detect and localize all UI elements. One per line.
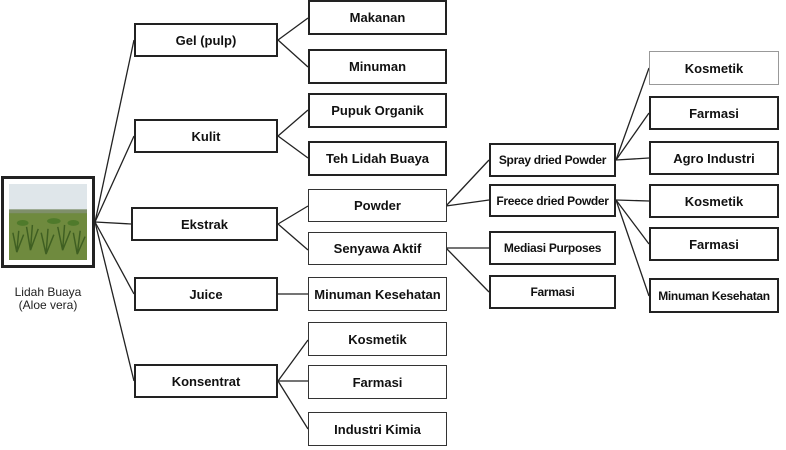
node-makanan: Makanan (308, 0, 447, 35)
node-freece-minuman-kesehatan: Minuman Kesehatan (649, 278, 779, 313)
node-mediasi-purposes: Mediasi Purposes (489, 231, 616, 265)
aloe-vera-field-photo (1, 176, 95, 268)
node-spray-agro-industri: Agro Industri (649, 141, 779, 175)
node-konsentrat: Konsentrat (134, 364, 278, 398)
node-minuman: Minuman (308, 49, 447, 84)
node-ekstrak: Ekstrak (131, 207, 278, 241)
root-label-line2: (Aloe vera) (18, 298, 78, 312)
root-label: Lidah Buaya (Aloe vera) (0, 286, 96, 312)
node-gel: Gel (pulp) (134, 23, 278, 57)
node-spray-farmasi: Farmasi (649, 96, 779, 130)
node-farmasi: Farmasi (308, 365, 447, 399)
node-spray-kosmetik: Kosmetik (649, 51, 779, 85)
node-senyawa-aktif: Senyawa Aktif (308, 232, 447, 265)
node-freece-dried-powder: Freece dried Powder (489, 184, 616, 217)
node-farmasi-l3: Farmasi (489, 275, 616, 309)
node-kosmetik: Kosmetik (308, 322, 447, 356)
root-label-line1: Lidah Buaya (14, 285, 82, 299)
aloe-plant-image (9, 184, 87, 260)
node-juice: Juice (134, 277, 278, 311)
node-minuman-kesehatan: Minuman Kesehatan (308, 277, 447, 311)
node-teh-lidah-buaya: Teh Lidah Buaya (308, 141, 447, 176)
node-spray-dried-powder: Spray dried Powder (489, 143, 616, 177)
node-pupuk-organik: Pupuk Organik (308, 93, 447, 128)
node-freece-kosmetik: Kosmetik (649, 184, 779, 218)
node-industri-kimia: Industri Kimia (308, 412, 447, 446)
node-kulit: Kulit (134, 119, 278, 153)
node-freece-farmasi: Farmasi (649, 227, 779, 261)
node-powder: Powder (308, 189, 447, 222)
